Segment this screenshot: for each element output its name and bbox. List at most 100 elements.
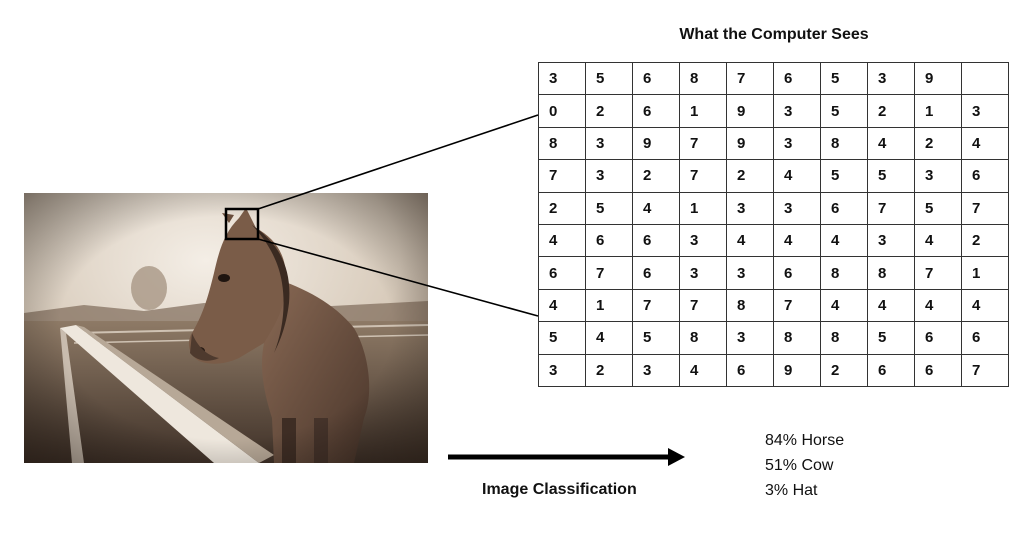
grid-cell: 9 — [914, 61, 962, 96]
grid-cell: 6 — [632, 223, 680, 258]
grid-cell: 6 — [773, 256, 821, 290]
grid-cell: 6 — [585, 223, 633, 258]
grid-cell: 5 — [585, 61, 633, 96]
grid-cell — [961, 61, 1009, 96]
grid-cell: 3 — [538, 353, 586, 387]
grid-cell: 2 — [961, 223, 1009, 258]
grid-cell: 7 — [914, 256, 962, 290]
grid-cell: 5 — [820, 159, 868, 193]
grid-cell: 3 — [585, 126, 633, 161]
prediction-item: 51% Cow — [765, 457, 834, 474]
grid-cell: 2 — [820, 353, 868, 387]
grid-cell: 3 — [961, 94, 1009, 128]
grid-cell: 5 — [820, 61, 868, 96]
grid-cell: 7 — [773, 288, 821, 323]
grid-cell: 8 — [679, 61, 727, 96]
grid-cell: 4 — [585, 321, 633, 355]
grid-cell: 4 — [961, 126, 1009, 161]
prediction-list: 84% Horse 51% Cow 3% Hat — [765, 428, 844, 503]
grid-cell: 3 — [632, 353, 680, 387]
grid-cell: 5 — [538, 321, 586, 355]
grid-cell: 3 — [585, 159, 633, 193]
grid-cell: 7 — [585, 256, 633, 290]
grid-cell: 4 — [914, 223, 962, 258]
grid-cell: 9 — [773, 353, 821, 387]
prediction-item: 84% Horse — [765, 432, 845, 449]
grid-cell: 4 — [773, 159, 821, 193]
grid-cell: 4 — [679, 353, 727, 387]
grid-cell: 1 — [679, 191, 727, 225]
grid-cell: 5 — [867, 321, 915, 355]
horse-photo — [24, 193, 428, 463]
grid-cell: 2 — [867, 94, 915, 128]
grid-cell: 3 — [538, 61, 586, 96]
grid-cell: 4 — [867, 288, 915, 323]
grid-cell: 2 — [914, 126, 962, 161]
grid-cell: 4 — [820, 288, 868, 323]
grid-cell: 1 — [914, 94, 962, 128]
grid-cell: 3 — [867, 223, 915, 258]
grid-cell: 9 — [632, 126, 680, 161]
grid-cell: 7 — [679, 159, 727, 193]
grid-cell: 4 — [867, 126, 915, 161]
grid-cell: 3 — [773, 126, 821, 161]
grid-cell: 6 — [914, 353, 962, 387]
grid-cell: 3 — [679, 256, 727, 290]
grid-cell: 4 — [773, 223, 821, 258]
grid-cell: 6 — [867, 353, 915, 387]
grid-cell: 2 — [538, 191, 586, 225]
arrow-caption: Image Classification — [482, 481, 637, 498]
grid-cell: 6 — [820, 191, 868, 225]
grid-cell: 4 — [538, 223, 586, 258]
grid-cell: 9 — [726, 126, 774, 161]
grid-cell: 7 — [961, 191, 1009, 225]
grid-cell: 8 — [867, 256, 915, 290]
grid-cell: 2 — [585, 353, 633, 387]
grid-cell: 4 — [632, 191, 680, 225]
grid-cell: 4 — [726, 223, 774, 258]
prediction-item: 3% Hat — [765, 482, 818, 499]
grid-cell: 6 — [632, 61, 680, 96]
grid-cell: 5 — [585, 191, 633, 225]
grid-cell: 4 — [538, 288, 586, 323]
grid-cell: 3 — [773, 191, 821, 225]
grid-cell: 5 — [820, 94, 868, 128]
horse-photo-image — [24, 193, 428, 463]
grid-cell: 6 — [773, 61, 821, 96]
grid-cell: 7 — [679, 126, 727, 161]
grid-cell: 1 — [585, 288, 633, 323]
grid-cell: 4 — [961, 288, 1009, 323]
grid-cell: 6 — [538, 256, 586, 290]
arrow-right-icon — [448, 448, 685, 466]
grid-cell: 5 — [867, 159, 915, 193]
grid-cell: 1 — [679, 94, 727, 128]
grid-cell: 6 — [726, 353, 774, 387]
grid-title: What the Computer Sees — [679, 26, 869, 43]
grid-cell: 8 — [820, 321, 868, 355]
grid-cell: 6 — [961, 321, 1009, 355]
grid-cell: 1 — [961, 256, 1009, 290]
grid-cell: 6 — [914, 321, 962, 355]
grid-cell: 2 — [585, 94, 633, 128]
grid-cell: 7 — [961, 353, 1009, 387]
grid-cell: 4 — [914, 288, 962, 323]
grid-cell: 3 — [726, 256, 774, 290]
grid-cell: 7 — [867, 191, 915, 225]
grid-cell: 8 — [726, 288, 774, 323]
grid-cell: 0 — [538, 94, 586, 128]
grid-cell: 7 — [726, 61, 774, 96]
grid-cell: 3 — [679, 223, 727, 258]
grid-cell: 7 — [679, 288, 727, 323]
grid-cell: 9 — [726, 94, 774, 128]
grid-cell: 3 — [867, 61, 915, 96]
